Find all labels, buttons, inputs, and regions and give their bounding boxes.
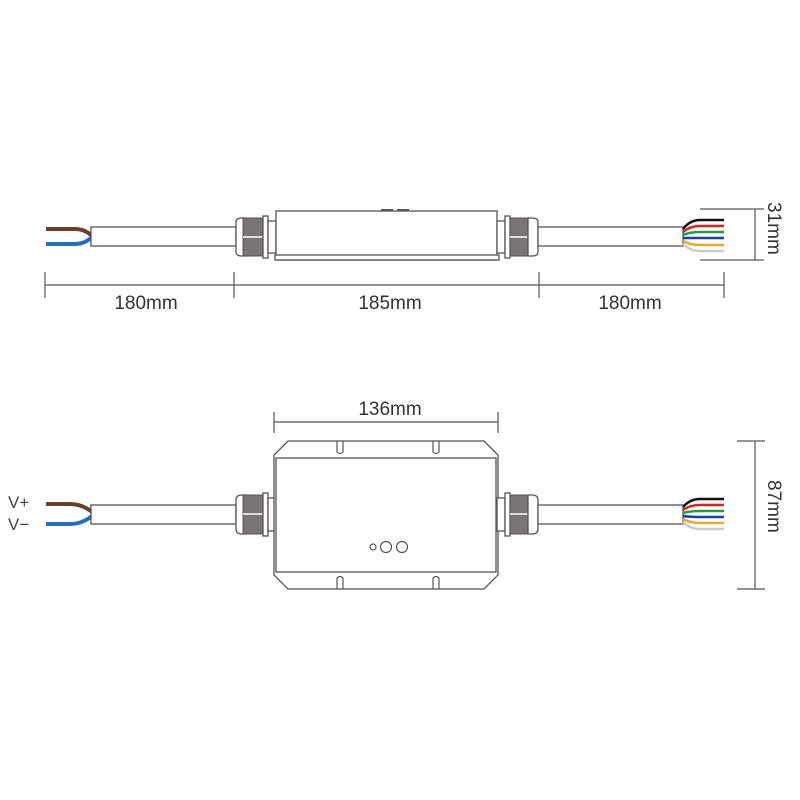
width-dimension: 136mm: [273, 399, 499, 433]
depth-label: 87mm: [763, 480, 784, 533]
button-1[interactable]: [379, 540, 393, 554]
length-dimensions: 180mm 185mm 180mm: [44, 272, 725, 314]
led-indicator: [369, 543, 377, 551]
output-cable-top: [537, 504, 684, 525]
blue-wire: [46, 235, 94, 246]
output-wires-top: [682, 497, 724, 531]
depth-dimension: 87mm: [737, 440, 784, 590]
left-cable-gland-top: [235, 492, 277, 537]
output-cable-length: 180mm: [598, 293, 661, 314]
button-2[interactable]: [395, 540, 409, 554]
input-cable-top: [90, 504, 237, 525]
output-wires: [682, 218, 724, 253]
mounting-flange: [274, 254, 500, 261]
left-cable-gland: [235, 215, 277, 259]
v-plus-label: V+: [8, 493, 29, 512]
height-label: 31mm: [763, 202, 784, 255]
brown-wire: [46, 227, 94, 238]
controller-body-side: [275, 210, 498, 261]
top-view: 136mm V+ V−: [8, 399, 784, 590]
blue-wire-top: [46, 514, 94, 526]
height-dimension: 31mm: [700, 202, 784, 261]
controller-body-top: [273, 440, 499, 590]
body-length: 185mm: [358, 293, 421, 314]
right-cable-gland-top: [496, 492, 539, 537]
input-cable-length: 180mm: [114, 293, 177, 314]
width-label: 136mm: [358, 399, 421, 420]
input-cable: [90, 226, 237, 247]
output-cable: [537, 226, 684, 247]
v-minus-label: V−: [8, 515, 29, 534]
side-view: 31mm 180mm 185mm 180mm: [44, 202, 784, 314]
brown-wire-top: [46, 502, 94, 514]
right-cable-gland: [496, 215, 539, 259]
